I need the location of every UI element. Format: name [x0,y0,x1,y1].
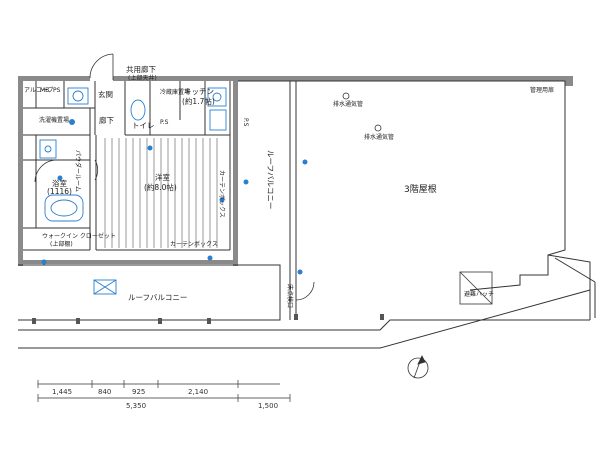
fridge-label: 冷蔵庫置場 [160,88,190,96]
evac-hatch-label: 避難ハッチ [464,290,494,298]
outer-walls [18,76,573,266]
north-arrow-icon [407,355,429,379]
third-floor-roof-label: 3階屋根 [404,183,437,195]
toilet-label: トイレ [132,121,155,130]
pipe-shaft-label: PS [53,87,61,94]
hallway-label: 廊下 [99,115,114,125]
management-door-label: 管理用扉 [530,86,554,94]
roof-balcony-horizontal: ルーフバルコニー [128,293,187,302]
bath-size: (1116) [47,187,72,196]
kitchen-label: キッチン [184,87,214,96]
laundry-label: 洗濯機置場 [39,116,69,124]
alcove-label: アルコーブ [24,86,53,94]
floor-hatching [104,138,218,248]
meter-box-label: MB [40,87,49,94]
dimension-lines [37,380,291,402]
dim-seg-4: 2,140 [188,388,208,396]
walk-in-closet-label: ウォークイン クローゼット [42,232,116,240]
balcony-posts [32,314,384,324]
walk-in-closet-sub: (上部棚) [50,240,73,248]
kitchen-size: (約1.7帖) [182,96,215,106]
drain-pipe-label-2: 排水通気管 [364,133,394,141]
dim-seg-3: 925 [132,388,145,396]
curtain-box-horizontal: カーテンボックス [170,240,218,248]
western-room-label: 洋室 [155,172,170,182]
powder-room-label: パウダールーム [74,150,82,192]
dim-seg-2: 840 [98,388,111,396]
dim-extra: 1,500 [258,402,278,410]
hatch-icon [459,271,493,305]
common-corridor-sub: (上部天井) [128,74,157,82]
fixtures [39,87,308,295]
dim-total: 5,350 [126,402,146,410]
bath-label: 浴室 [52,178,67,188]
entrance-label: 玄関 [98,89,113,99]
structure-lines [18,80,596,349]
curtain-box-vertical: カーテンボックス [218,170,226,218]
ps-small-label-2: P.S [242,118,249,127]
western-room-size: (約8.0帖) [144,182,177,192]
floor-inspection-label: 床点検口 [286,284,294,308]
dim-seg-1: 1,445 [52,388,72,396]
roof-balcony-vertical: ルーフバルコニー [266,150,275,209]
common-corridor-label: 共用廊下 [126,64,156,74]
drain-pipe-label-1: 排水通気管 [333,100,363,108]
ps-small-label: P.S [160,119,169,126]
entrance-door [34,53,315,301]
drain-pipes [342,92,382,132]
